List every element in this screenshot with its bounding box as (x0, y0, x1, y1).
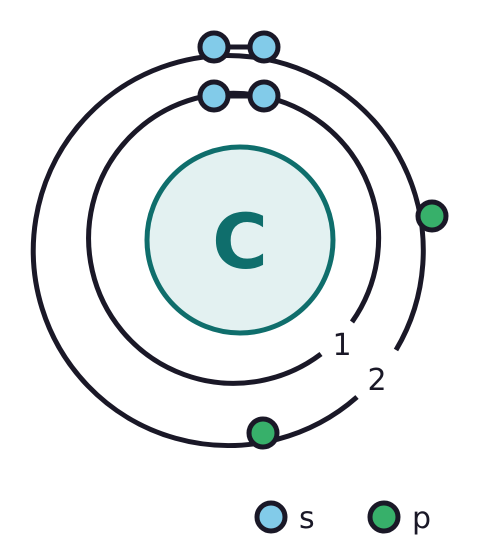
shell-label-1: 1 (332, 328, 351, 363)
legend: s p (254, 500, 431, 536)
electron-s (247, 30, 281, 64)
legend-swatch-s (254, 500, 288, 534)
electron-p (246, 416, 280, 450)
shell-label-2: 2 (367, 363, 386, 398)
element-symbol: C (212, 197, 268, 286)
electron-s (197, 79, 231, 113)
legend-label-s: s (299, 501, 315, 536)
orbit-shell-1 (86, 90, 382, 386)
electron-s (247, 79, 281, 113)
orbit-shell-2 (30, 53, 426, 449)
electron-s (197, 30, 231, 64)
legend-label-p: p (412, 501, 431, 536)
nucleus (144, 144, 336, 336)
electron-p (415, 199, 449, 233)
legend-swatch-p (367, 500, 401, 534)
